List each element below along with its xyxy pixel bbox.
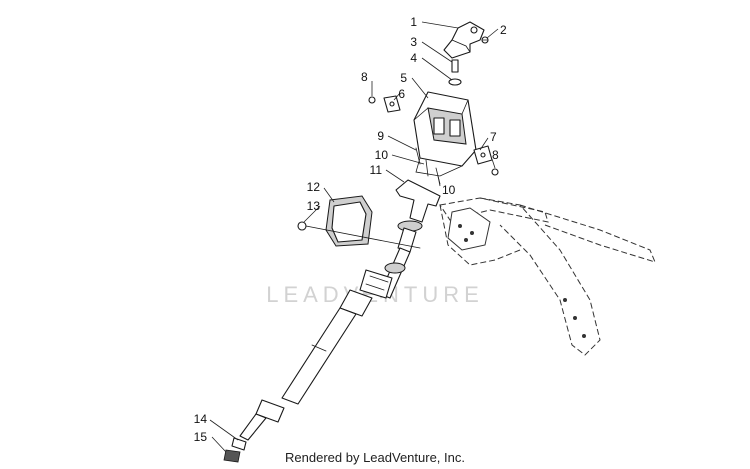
part-6-clip <box>383 95 401 113</box>
callout-6: 6 <box>398 87 405 101</box>
callout-15: 15 <box>194 430 208 444</box>
part-5-column-bracket <box>413 91 477 177</box>
callout-1: 1 <box>410 15 417 29</box>
steering-shaft <box>239 247 411 441</box>
callout-7: 7 <box>490 130 497 144</box>
part-12-shroud <box>325 195 373 247</box>
callout-14: 14 <box>194 412 208 426</box>
vehicle-frame <box>439 197 656 356</box>
callout-11: 11 <box>370 163 383 177</box>
part-11-upper-shaft <box>395 179 441 253</box>
callout-10-right: 10 <box>442 183 456 197</box>
part-8-screw-right <box>491 168 499 176</box>
callout-8-right: 8 <box>492 148 499 162</box>
callout-4: 4 <box>410 51 417 65</box>
render-credit: Rendered by LeadVenture, Inc. <box>285 450 465 465</box>
part-13-screw <box>297 221 421 249</box>
callout-2: 2 <box>500 23 507 37</box>
part-8-screw-left <box>368 96 376 104</box>
callout-10-left: 10 <box>375 148 389 162</box>
callout-3: 3 <box>410 35 417 49</box>
part-7-clip <box>473 145 493 165</box>
part-3-4-spring-washer <box>448 59 462 86</box>
callout-13: 13 <box>307 199 321 213</box>
callout-5: 5 <box>400 71 407 85</box>
part-1-tilt-lever <box>443 21 485 59</box>
callout-8-left: 8 <box>361 70 368 84</box>
callout-labels: 1 2 3 4 5 6 7 8 8 9 10 10 11 12 13 14 15 <box>194 15 507 444</box>
leader-lines <box>209 21 499 453</box>
callout-9: 9 <box>377 129 384 143</box>
callout-12: 12 <box>307 180 321 194</box>
part-14-15-fasteners <box>223 437 247 463</box>
part-2-screw <box>481 36 489 44</box>
